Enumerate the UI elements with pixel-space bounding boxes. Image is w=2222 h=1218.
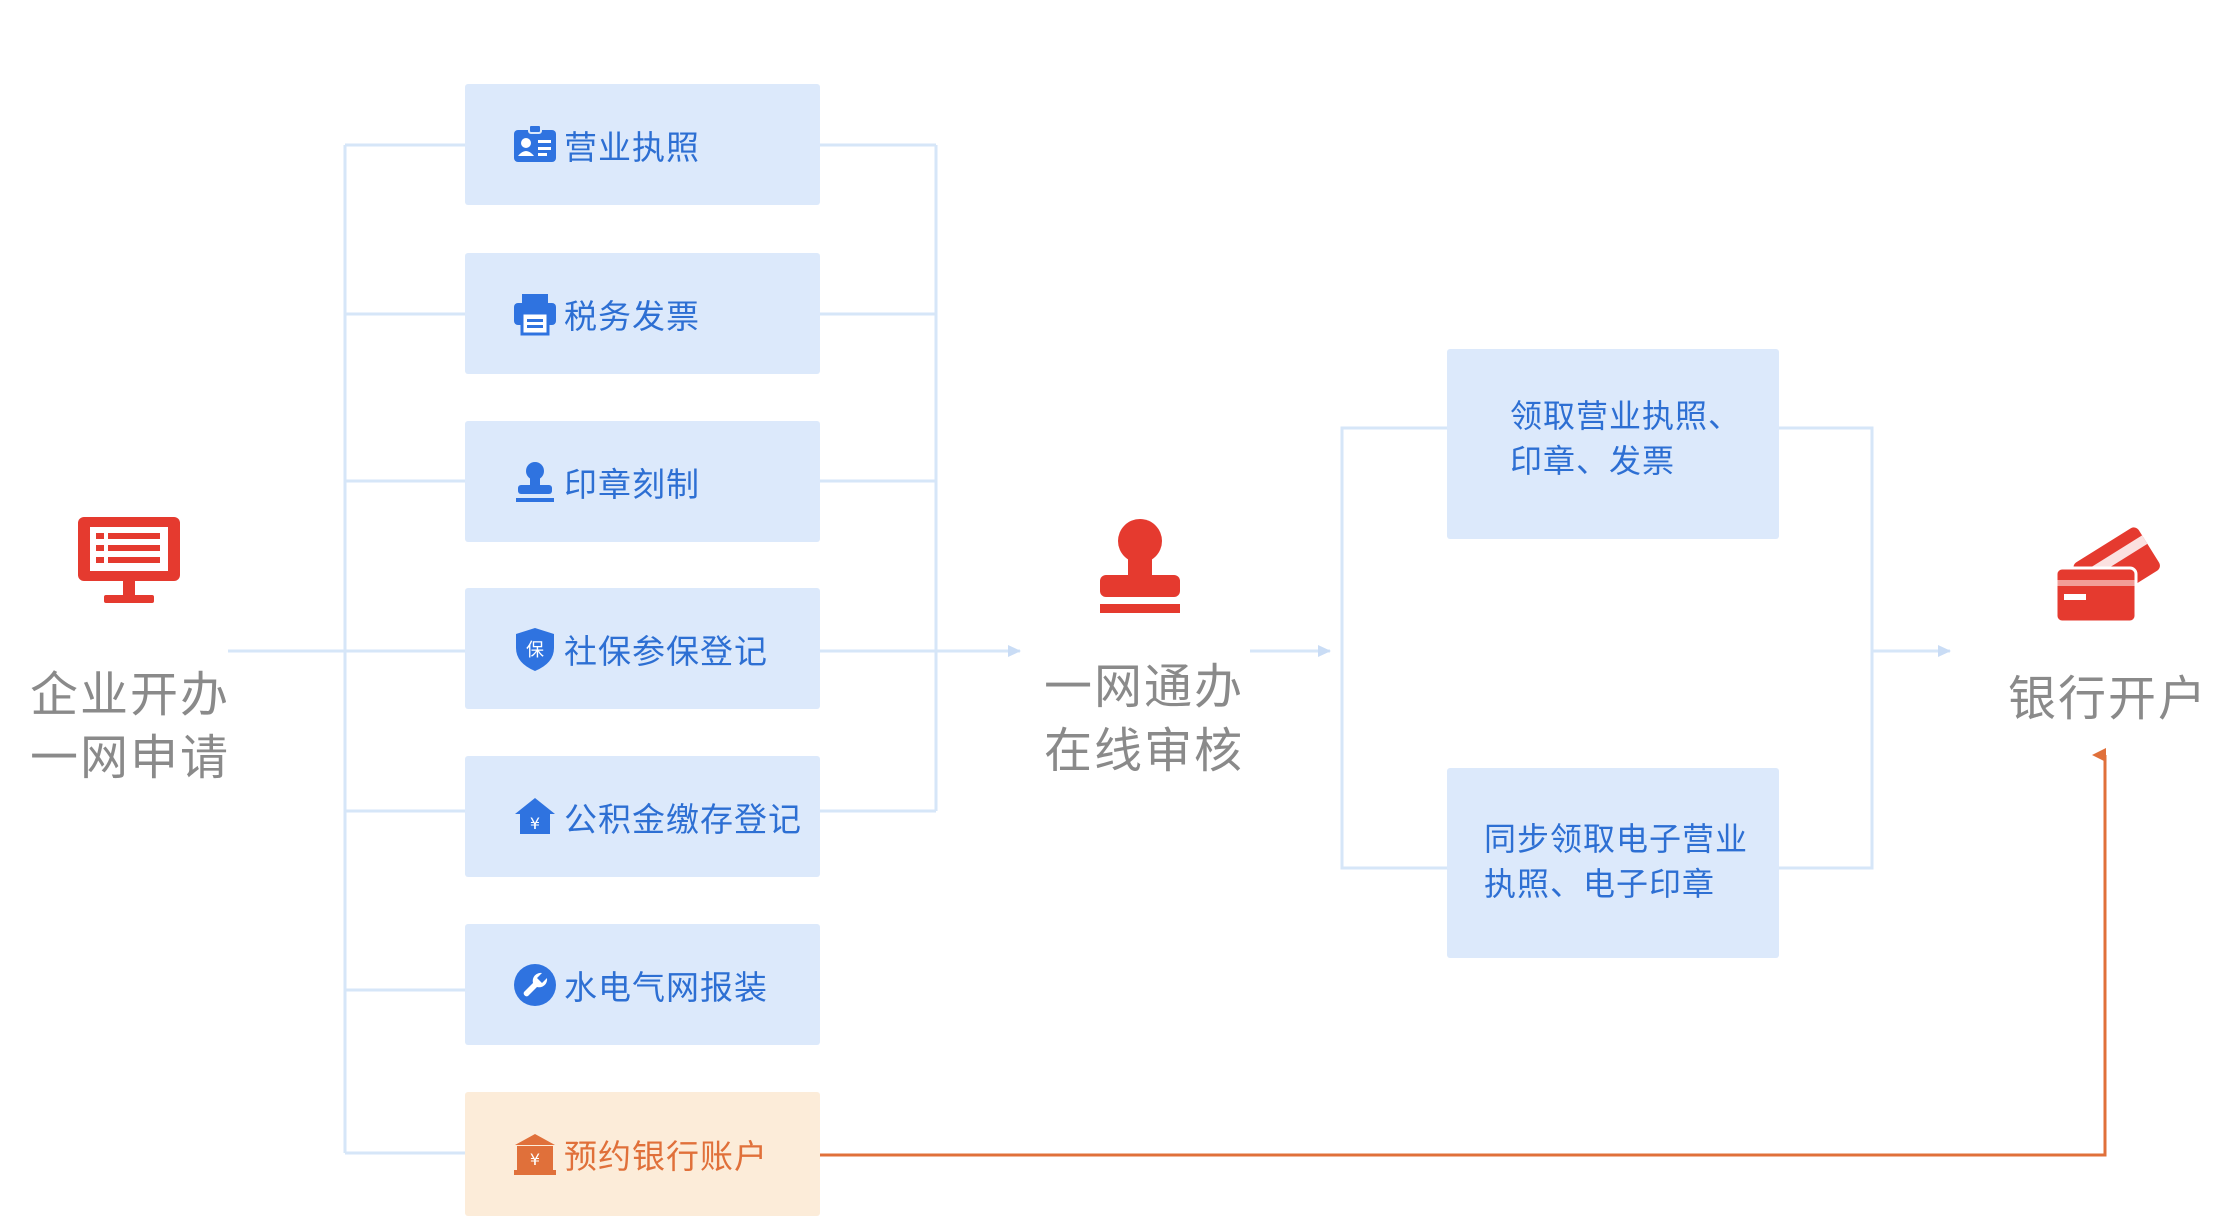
result-box-electronic: 同步领取电子营业 执照、电子印章 bbox=[1447, 768, 1779, 958]
service-box-seal-engraving: 印章刻制 bbox=[465, 421, 820, 542]
service-box-utilities: 水电气网报装 bbox=[465, 924, 820, 1045]
monitor-icon bbox=[76, 515, 182, 611]
service-label: 税务发票 bbox=[564, 296, 700, 336]
end-label: 银行开户 bbox=[2008, 671, 2209, 727]
service-label: 预约银行账户 bbox=[564, 1137, 768, 1176]
svg-text:保: 保 bbox=[526, 640, 544, 661]
middle-label-line1: 一网通办 bbox=[1044, 659, 1245, 715]
bank-card-icon bbox=[2050, 518, 2162, 630]
service-label: 社保参保登记 bbox=[564, 631, 768, 671]
middle-label-line2: 在线审核 bbox=[1044, 723, 1245, 779]
service-box-tax-invoice: 税务发票 bbox=[465, 253, 820, 374]
bank-yuan-icon: ¥ bbox=[512, 1131, 558, 1177]
service-box-housing-fund: ¥ 公积金缴存登记 bbox=[465, 756, 820, 877]
result-line: 印章、发票 bbox=[1510, 442, 1676, 480]
service-label: 营业执照 bbox=[564, 127, 700, 167]
seal-stamp-icon bbox=[512, 459, 558, 505]
svg-text:¥: ¥ bbox=[530, 814, 540, 833]
result-line: 同步领取电子营业 bbox=[1484, 820, 1749, 858]
start-label-line2: 一网申请 bbox=[30, 730, 231, 786]
result-box-pickup: 领取营业执照、 印章、发票 bbox=[1447, 349, 1779, 539]
service-label: 印章刻制 bbox=[564, 464, 700, 504]
service-box-social-security: 保 社保参保登记 bbox=[465, 588, 820, 709]
svg-text:¥: ¥ bbox=[530, 1150, 540, 1169]
house-yuan-icon: ¥ bbox=[512, 794, 558, 840]
start-label-line1: 企业开办 bbox=[30, 667, 231, 723]
stamp-icon bbox=[1094, 517, 1186, 621]
service-box-business-license: 营业执照 bbox=[465, 84, 820, 205]
shield-bao-icon: 保 bbox=[512, 626, 558, 672]
split-bracket bbox=[1340, 426, 1447, 870]
id-card-icon bbox=[512, 122, 558, 168]
service-label: 公积金缴存登记 bbox=[564, 799, 802, 839]
bank-reservation-arrow bbox=[820, 748, 2107, 1157]
merge-bracket bbox=[1779, 426, 1874, 870]
service-label: 水电气网报装 bbox=[564, 967, 768, 1007]
result-line: 领取营业执照、 bbox=[1510, 397, 1742, 435]
wrench-icon bbox=[512, 962, 558, 1008]
printer-icon bbox=[512, 291, 558, 337]
service-box-bank-reservation: ¥ 预约银行账户 bbox=[465, 1092, 820, 1216]
result-line: 执照、电子印章 bbox=[1484, 865, 1716, 903]
